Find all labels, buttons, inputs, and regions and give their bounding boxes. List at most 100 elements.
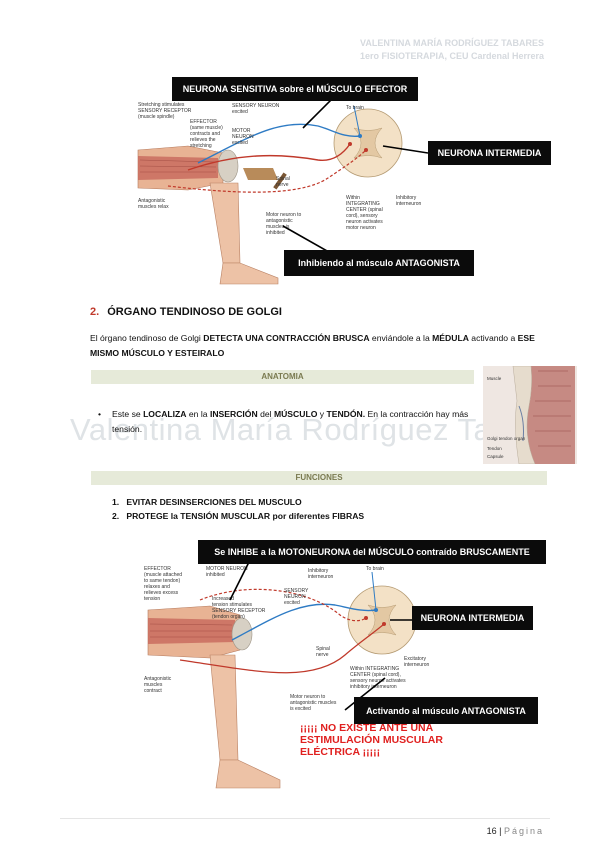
svg-text:(tendon organ): (tendon organ) <box>212 614 245 620</box>
svg-text:CENTER (spinal cord),: CENTER (spinal cord), <box>350 672 401 678</box>
svg-text:NEURON: NEURON <box>232 134 254 140</box>
funciones-heading: FUNCIONES <box>91 471 547 485</box>
stretch-reflex-diagram: Stretching stimulates SENSORY RECEPTOR (… <box>137 98 428 285</box>
footer-divider <box>60 818 550 819</box>
sensory-neuron-path <box>197 123 361 164</box>
svg-text:(same muscle): (same muscle) <box>190 125 223 131</box>
svg-text:SENSORY: SENSORY <box>284 588 309 594</box>
svg-text:antagonistic: antagonistic <box>266 218 293 224</box>
reflex-hammer <box>243 168 278 180</box>
svg-text:Spinal: Spinal <box>276 176 290 182</box>
svg-text:cord), sensory: cord), sensory <box>346 213 378 219</box>
header-course: 1ero FISIOTERAPIA, CEU Cardenal Herrera <box>359 51 544 61</box>
svg-text:CENTER (spinal: CENTER (spinal <box>346 207 383 213</box>
svg-text:(muscle spindle): (muscle spindle) <box>138 114 175 120</box>
svg-text:interneuron: interneuron <box>404 662 430 668</box>
svg-text:contract: contract <box>144 688 162 694</box>
watermark: Valentina María Rodríguez Taba <box>70 412 527 447</box>
svg-text:nerve: nerve <box>316 652 329 658</box>
svg-text:is excited: is excited <box>290 706 311 712</box>
svg-text:excited: excited <box>284 600 300 606</box>
svg-text:inhibited: inhibited <box>206 572 225 578</box>
svg-text:interneuron: interneuron <box>396 201 422 207</box>
svg-text:MOTOR: MOTOR <box>232 128 251 134</box>
svg-text:Inhibitory: Inhibitory <box>308 568 329 574</box>
svg-text:Antagonistic: Antagonistic <box>138 198 166 204</box>
svg-text:Antagonistic: Antagonistic <box>144 676 172 682</box>
svg-text:excited: excited <box>232 140 248 146</box>
svg-text:stretching: stretching <box>190 143 212 149</box>
svg-text:neuron activates: neuron activates <box>346 219 383 225</box>
svg-text:EFFECTOR: EFFECTOR <box>144 566 171 572</box>
svg-text:muscles: muscles <box>144 682 163 688</box>
lower-leg <box>209 182 241 264</box>
svg-text:muscles relax: muscles relax <box>138 204 169 210</box>
svg-text:Muscle: Muscle <box>487 376 502 381</box>
svg-text:tension stimulates: tension stimulates <box>212 602 253 608</box>
svg-text:Inhibitory: Inhibitory <box>396 195 417 201</box>
svg-text:(muscle attached: (muscle attached <box>144 572 182 578</box>
list-item: 1. EVITAR DESINSERCIONES DEL MUSCULO <box>112 497 302 507</box>
callout-sensory-neuron: NEURONA SENSITIVA sobre el MÚSCULO EFECT… <box>172 77 418 101</box>
intro-paragraph: El órgano tendinoso de Golgi DETECTA UNA… <box>90 333 535 358</box>
svg-text:Golgi tendon organ: Golgi tendon organ <box>487 436 526 441</box>
svg-text:relieves excess: relieves excess <box>144 590 179 596</box>
svg-text:Tendon: Tendon <box>487 446 502 451</box>
motor-neuron-path <box>187 143 351 171</box>
svg-text:SENSORY RECEPTOR: SENSORY RECEPTOR <box>138 108 192 114</box>
svg-text:MOTOR NEURON: MOTOR NEURON <box>206 566 248 572</box>
svg-text:SENSORY RECEPTOR: SENSORY RECEPTOR <box>212 608 266 614</box>
svg-text:To brain: To brain <box>366 566 384 572</box>
svg-text:INTEGRATING: INTEGRATING <box>346 201 380 207</box>
golgi-tendon-image: Muscle Golgi tendon organ Tendon Capsule <box>483 366 577 464</box>
anatomia-bullet: • Este se LOCALIZA en la INSERCIÓN del M… <box>98 409 469 434</box>
callout-inhibit-antagonist: Inhibiendo al músculo ANTAGONISTA <box>284 250 474 276</box>
svg-text:Within: Within <box>346 195 360 201</box>
page-footer: 16 | Página <box>486 826 544 836</box>
tendon-reflex-diagram: EFFECTOR (muscle attached to same tendon… <box>144 560 430 789</box>
svg-text:Motor neuron to: Motor neuron to <box>266 212 302 218</box>
callout-interneuron-2: NEURONA INTERMEDIA <box>412 606 533 630</box>
svg-text:SENSORY NEURON: SENSORY NEURON <box>232 103 280 109</box>
callout-activate-antagonist: Activando al músculo ANTAGONISTA <box>354 697 538 724</box>
svg-text:Motor neuron to: Motor neuron to <box>290 694 326 700</box>
list-item: 2. PROTEGE la TENSIÓN MUSCULAR por difer… <box>112 511 365 521</box>
d1-label: Stretching stimulates <box>138 102 185 108</box>
warning-note: ¡¡¡¡¡ NO EXISTE ANTE UNA ESTIMULACIÓN MU… <box>300 722 443 758</box>
svg-text:Spinal: Spinal <box>316 646 330 652</box>
svg-text:Capsule: Capsule <box>487 454 504 459</box>
svg-text:Increased: Increased <box>212 596 234 602</box>
svg-text:relieves the: relieves the <box>190 137 216 143</box>
svg-text:relaxes and: relaxes and <box>144 584 170 590</box>
svg-text:To brain: To brain <box>346 105 364 111</box>
svg-text:sensory neuron activates: sensory neuron activates <box>350 678 406 684</box>
svg-text:NEURON: NEURON <box>284 594 306 600</box>
svg-text:nerve: nerve <box>276 182 289 188</box>
callout-interneuron: NEURONA INTERMEDIA <box>428 141 551 165</box>
knee-joint <box>217 149 239 183</box>
antagonist-motor-path <box>167 149 367 193</box>
header-author: VALENTINA MARÍA RODRÍGUEZ TABARES <box>360 38 544 48</box>
section-number: 2. <box>90 306 100 318</box>
anatomia-heading: ANATOMIA <box>91 370 474 384</box>
svg-text:interneuron: interneuron <box>308 574 334 580</box>
page-label: Página <box>503 826 544 836</box>
svg-text:muscles is: muscles is <box>266 224 290 230</box>
quadriceps-muscle <box>138 156 218 180</box>
svg-text:Excitatory: Excitatory <box>404 656 426 662</box>
section-title: 2. ÓRGANO TENDINOSO DE GOLGI <box>90 306 282 318</box>
svg-text:excited: excited <box>232 109 248 115</box>
svg-text:Within INTEGRATING: Within INTEGRATING <box>350 666 399 672</box>
svg-text:contracts and: contracts and <box>190 131 220 137</box>
section-title-text: ÓRGANO TENDINOSO DE GOLGI <box>107 306 282 318</box>
svg-text:to same tendon): to same tendon) <box>144 578 180 584</box>
page-number: 16 <box>486 826 497 836</box>
callout-inhibit-motoneuron: Se INHIBE a la MOTONEURONA del MÚSCULO c… <box>198 540 546 564</box>
svg-text:EFFECTOR: EFFECTOR <box>190 119 217 125</box>
svg-text:tension: tension <box>144 596 160 602</box>
svg-text:inhibited: inhibited <box>266 230 285 236</box>
svg-text:antagonistic muscles: antagonistic muscles <box>290 700 337 706</box>
funciones-list: 1. EVITAR DESINSERCIONES DEL MUSCULO 2. … <box>112 495 364 523</box>
foot <box>219 262 279 285</box>
svg-text:motor neuron: motor neuron <box>346 225 376 231</box>
